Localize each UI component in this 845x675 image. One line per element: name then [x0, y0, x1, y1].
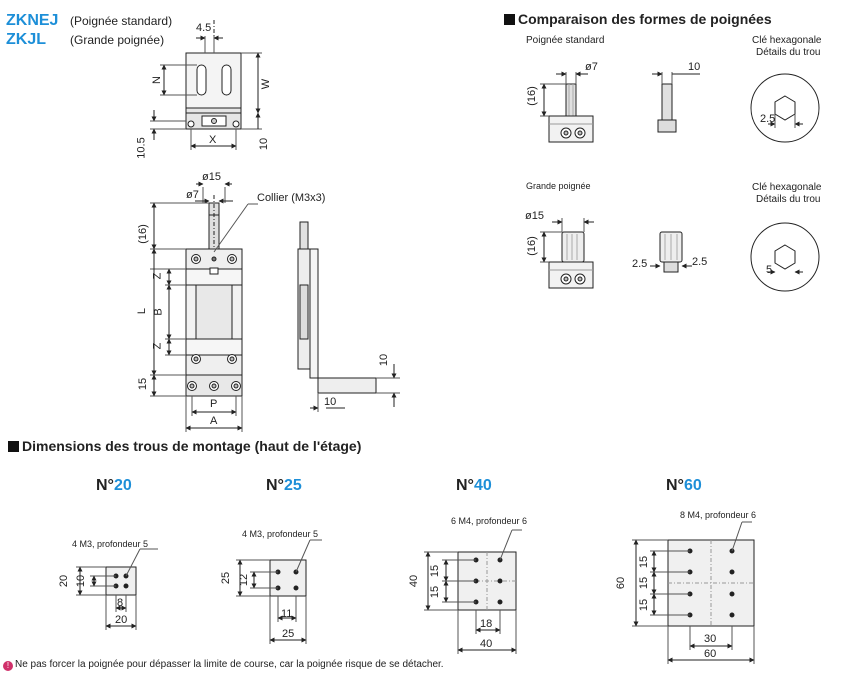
- model-desc-zkjl: (Grande poignée): [70, 33, 165, 47]
- handle-dim-10: 10: [688, 61, 701, 73]
- hex-label-1b: Clé hexagonale: [752, 182, 822, 193]
- dim-10-5: 10.5: [135, 137, 148, 159]
- mount-n60-dim-60v: 60: [615, 576, 628, 590]
- mount-n20-title: N°20: [96, 477, 132, 494]
- mount-n20-dim-8: 8: [117, 597, 124, 609]
- hex-label-1: Clé hexagonale: [752, 35, 822, 46]
- mount-n60-dim-60h: 60: [704, 648, 717, 660]
- mount-n40-dim-15a: 15: [429, 564, 442, 578]
- mount-n40-title: N°40: [456, 477, 492, 494]
- dim-L: L: [136, 307, 149, 315]
- mount-n25-dim-25h: 25: [282, 628, 295, 640]
- handle-dim-2-5: 2.5: [760, 113, 776, 125]
- dim-side-10-v: 10: [378, 353, 391, 367]
- dim-side-10: 10: [324, 396, 337, 408]
- mount-n40-dim-15b: 15: [429, 585, 442, 599]
- dim-Z-top: Z: [151, 272, 164, 280]
- handle-dim-2-5-right: 2.5: [692, 256, 708, 268]
- handle-dim-16b: (16): [525, 236, 538, 256]
- dim-N: N: [150, 76, 163, 84]
- dim-B: B: [152, 308, 165, 316]
- mount-n25-note: 4 M3, profondeur 5: [242, 529, 319, 539]
- hex-label-2: Détails du trou: [756, 47, 821, 58]
- mount-n25-title: N°25: [266, 477, 302, 494]
- dim-X: X: [209, 134, 217, 146]
- mount-n40-note: 6 M4, profondeur 6: [451, 516, 528, 526]
- model-code-zknej: ZKNEJ: [6, 12, 59, 29]
- handle-dim-d15: ø15: [525, 210, 544, 222]
- mount-n60-dim-30: 30: [704, 633, 717, 645]
- handle-large: [540, 218, 820, 292]
- mount-n20-dim-10: 10: [75, 574, 88, 588]
- footnote-text: Ne pas forcer la poignée pour dépasser l…: [15, 659, 444, 670]
- dim-15: 15: [137, 377, 150, 391]
- collar-label: Collier (M3x3): [257, 192, 326, 204]
- mount-n20-dim-20h: 20: [115, 614, 128, 626]
- large-handle-label: Grande poignée: [526, 181, 591, 191]
- dim-A: A: [210, 415, 218, 427]
- dim-P: P: [210, 398, 218, 410]
- front-view: [150, 181, 258, 432]
- mount-n60-dim-15b: 15: [638, 576, 651, 590]
- dim-d7: ø7: [186, 189, 199, 201]
- mount-n25-dim-25v: 25: [220, 571, 233, 585]
- mount-n60-note: 8 M4, profondeur 6: [680, 510, 757, 520]
- handle-dim-16: (16): [525, 86, 538, 106]
- mount-n60-dim-15c: 15: [638, 598, 651, 612]
- mount-n60-dim-15a: 15: [638, 555, 651, 569]
- mount-n25-dim-11: 11: [281, 608, 293, 620]
- mount-n25: [236, 539, 322, 644]
- warning-icon: !: [3, 661, 13, 671]
- mount-n40-dim-18: 18: [480, 618, 493, 630]
- model-code-zkjl: ZKJL: [6, 31, 46, 48]
- mount-n20-note: 4 M3, profondeur 5: [72, 539, 149, 549]
- standard-handle-label: Poignée standard: [526, 35, 605, 46]
- handle-dim-d7: ø7: [585, 61, 598, 73]
- mount-n60-title: N°60: [666, 477, 702, 494]
- hex-label-2b: Détails du trou: [756, 194, 821, 205]
- handle-dim-5: 5: [766, 264, 773, 276]
- top-view: [150, 20, 262, 150]
- dim-W: W: [260, 78, 273, 90]
- dim-Z-bottom: Z: [151, 342, 164, 350]
- footnote: !Ne pas forcer la poignée pour dépasser …: [3, 659, 444, 671]
- mount-n40-dim-40h: 40: [480, 638, 493, 650]
- dim-16: (16): [136, 224, 149, 244]
- handle-standard: [540, 71, 820, 143]
- handle-section-title: Comparaison des formes de poignées: [504, 11, 772, 27]
- handle-dim-2-5-left: 2.5: [632, 258, 648, 270]
- mount-n40: [424, 529, 522, 654]
- mount-n40-dim-40v: 40: [408, 574, 421, 588]
- dim-d15: ø15: [202, 171, 221, 183]
- mounting-section-title: Dimensions des trous de montage (haut de…: [8, 438, 361, 454]
- mount-n60: [632, 521, 755, 664]
- dim-4-5: 4.5: [196, 22, 212, 34]
- side-view: [297, 221, 400, 412]
- mount-n25-dim-12: 12: [238, 573, 251, 587]
- mount-n20-dim-20v: 20: [58, 574, 71, 588]
- dim-10: 10: [258, 137, 271, 151]
- model-desc-zknej: (Poignée standard): [70, 14, 173, 28]
- mount-n20: [76, 548, 158, 630]
